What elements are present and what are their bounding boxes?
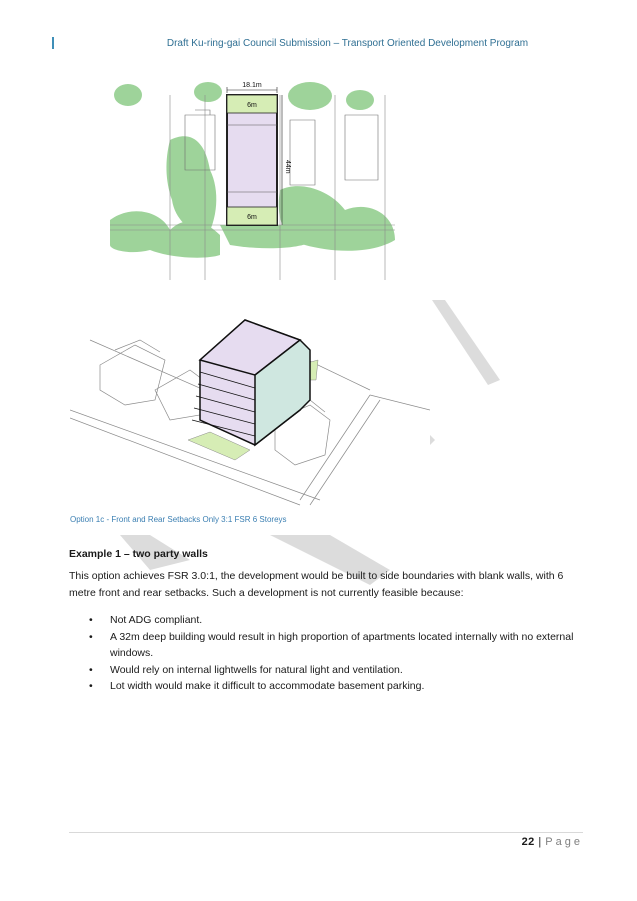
- front-setback-label: 6m: [247, 102, 257, 109]
- bullet-icon: •: [89, 680, 93, 692]
- footer-divider: [69, 832, 583, 833]
- rear-setback-label: 6m: [247, 214, 257, 221]
- section-intro: This option achieves FSR 3.0:1, the deve…: [69, 570, 564, 599]
- bullet-icon: •: [89, 614, 93, 626]
- isometric-massing-diagram: [70, 319, 430, 506]
- reasons-list: •Not ADG compliant. •A 32m deep building…: [69, 612, 589, 695]
- list-item: •Lot width would make it difficult to ac…: [69, 678, 589, 695]
- page-word: Page: [545, 836, 583, 848]
- bullet-icon: •: [89, 663, 93, 676]
- lot-width-label: 18.1m: [242, 82, 262, 89]
- site-plan-diagram: 18.1m 6m 6m 44m: [110, 80, 395, 280]
- page-header: Draft Ku-ring-gai Council Submission – T…: [166, 38, 529, 49]
- page-number: 22: [521, 836, 535, 848]
- footer-separator: |: [538, 836, 542, 848]
- tree-canopy: [110, 82, 395, 258]
- bullet-icon: •: [89, 630, 93, 643]
- header-accent-bar: [52, 37, 54, 49]
- page-footer: 22 | Page: [522, 836, 583, 848]
- figure-caption: Option 1c - Front and Rear Setbacks Only…: [70, 515, 287, 524]
- section-heading: Example 1 – two party walls: [69, 548, 208, 560]
- list-item: •Would rely on internal lightwells for n…: [69, 662, 589, 679]
- list-item: •Not ADG compliant.: [69, 612, 589, 629]
- lot-depth-label: 44m: [284, 160, 291, 174]
- list-item: •A 32m deep building would result in hig…: [89, 630, 574, 660]
